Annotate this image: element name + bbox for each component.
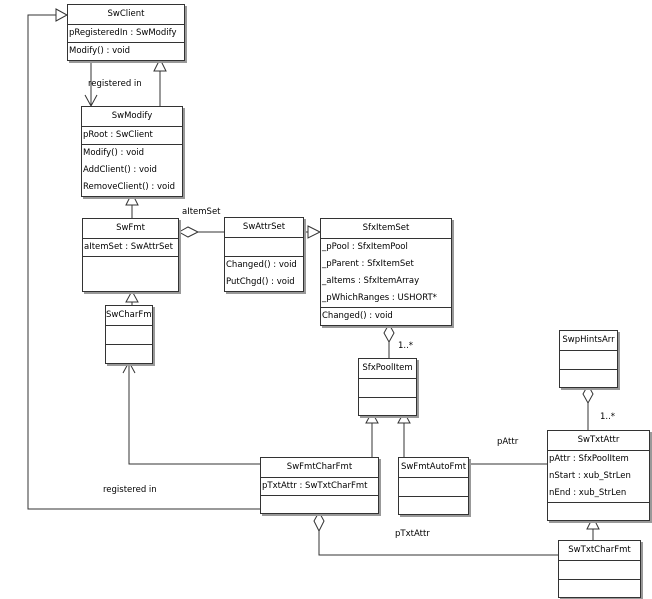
attributes: [399, 478, 468, 497]
class-name: SwTxtAttr: [548, 431, 649, 451]
methods: Changed() : void: [321, 308, 451, 325]
attributes: pRegisteredIn : SwModify: [68, 25, 184, 43]
attribute: _pParent : SfxItemSet: [322, 259, 414, 269]
label-multiplicity: 1..*: [398, 341, 414, 351]
class-sfxpoolitem[interactable]: SfxPoolItem: [358, 358, 417, 416]
class-name: SwpHintsArr: [560, 331, 617, 351]
class-sfxitemset[interactable]: SfxItemSet _pPool : SfxItemPool _pParent…: [320, 218, 452, 326]
class-swphintsarr[interactable]: SwpHintsArr: [559, 330, 618, 388]
methods: [560, 370, 617, 387]
methods: Modify() : void AddClient() : void Remov…: [82, 145, 182, 196]
methods: Changed() : void PutChgd() : void: [225, 257, 303, 291]
label-aitemset: aItemSet: [182, 207, 221, 217]
methods: Modify() : void: [68, 43, 184, 60]
attributes: aItemSet : SwAttrSet: [83, 239, 178, 257]
methods: [399, 497, 468, 514]
attribute: _aItems : SfxItemArray: [322, 276, 420, 286]
class-swattrset[interactable]: SwAttrSet Changed() : void PutChgd() : v…: [224, 217, 304, 292]
attribute: _pPool : SfxItemPool: [322, 242, 408, 252]
methods: [559, 580, 640, 597]
class-name: SwClient: [68, 5, 184, 25]
generalization-arrow-icon: [397, 410, 411, 424]
attribute: nStart : xub_StrLen: [549, 471, 631, 481]
methods: [106, 345, 152, 363]
attribute: pAttr : SfxPoolItem: [549, 454, 629, 464]
methods: [548, 503, 649, 520]
aggregation-diamond-icon: [383, 322, 395, 344]
class-swfmt[interactable]: SwFmt aItemSet : SwAttrSet: [82, 218, 179, 292]
method: Modify() : void: [69, 46, 131, 56]
attribute: pRoot : SwClient: [83, 130, 153, 140]
attribute: nEnd : xub_StrLen: [549, 488, 627, 498]
label-registered-in: registered in: [88, 79, 142, 89]
generalization-arrow-icon: [307, 225, 322, 239]
method: RemoveClient() : void: [83, 182, 175, 192]
aggregation-diamond-icon: [582, 383, 594, 405]
class-name: SwFmtCharFmt: [261, 458, 378, 478]
label-multiplicity: 1..*: [600, 412, 616, 422]
class-name: SfxItemSet: [321, 219, 451, 239]
attributes: [106, 326, 152, 345]
class-name: SwTxtCharFmt: [559, 541, 640, 561]
class-swclient[interactable]: SwClient pRegisteredIn : SwModify Modify…: [67, 4, 185, 61]
attributes: [225, 238, 303, 257]
methods: [359, 398, 416, 415]
class-name: SwCharFmt: [106, 306, 152, 326]
method: AddClient() : void: [83, 165, 157, 175]
generalization-arrow-icon: [125, 289, 139, 303]
attributes: pTxtAttr : SwTxtCharFmt: [261, 478, 378, 496]
methods: [261, 496, 378, 513]
generalization-arrow-icon: [586, 515, 600, 530]
class-swcharfmt[interactable]: SwCharFmt: [105, 305, 153, 364]
methods: [83, 257, 178, 291]
class-swfmtcharfmt[interactable]: SwFmtCharFmt pTxtAttr : SwTxtCharFmt: [260, 457, 379, 514]
class-swtxtattr[interactable]: SwTxtAttr pAttr : SfxPoolItem nStart : x…: [547, 430, 650, 521]
generalization-arrow-icon: [153, 57, 167, 72]
class-name: SwAttrSet: [225, 218, 303, 238]
method: Changed() : void: [226, 260, 297, 270]
class-swtxtcharfmt[interactable]: SwTxtCharFmt: [558, 540, 641, 598]
generalization-arrow-icon: [55, 8, 69, 22]
label-ptxtattr: pTxtAttr: [395, 529, 430, 539]
attributes: [359, 379, 416, 398]
class-name: SwModify: [82, 107, 182, 127]
attribute: _pWhichRanges : USHORT*: [322, 293, 437, 303]
generalization-arrow-icon: [365, 410, 379, 424]
class-swfmtautofmt[interactable]: SwFmtAutoFmt: [398, 457, 469, 515]
class-name: SwFmt: [83, 219, 178, 239]
generalization-arrow-icon: [125, 191, 139, 206]
method: Changed() : void: [322, 311, 393, 321]
method: PutChgd() : void: [226, 277, 295, 287]
class-name: SfxPoolItem: [359, 359, 416, 379]
class-swmodify[interactable]: SwModify pRoot : SwClient Modify() : voi…: [81, 106, 183, 197]
attributes: [560, 351, 617, 370]
method: Modify() : void: [83, 148, 145, 158]
attributes: pAttr : SfxPoolItem nStart : xub_StrLen …: [548, 451, 649, 503]
attribute: pTxtAttr : SwTxtCharFmt: [262, 481, 368, 491]
label-pattr: pAttr: [497, 437, 519, 447]
attribute: pRegisteredIn : SwModify: [69, 28, 177, 38]
aggregation-ptxtattr: [318, 531, 558, 556]
aggregation-diamond-icon: [313, 510, 325, 533]
aggregation-diamond-icon: [177, 226, 200, 238]
attributes: pRoot : SwClient: [82, 127, 182, 145]
class-name: SwFmtAutoFmt: [399, 458, 468, 478]
attributes: [559, 561, 640, 580]
label-registered-in: registered in: [103, 485, 157, 495]
attribute: aItemSet : SwAttrSet: [84, 242, 173, 252]
generalization-swfmtcharfmt-swclient: [27, 14, 260, 510]
attributes: _pPool : SfxItemPool _pParent : SfxItemS…: [321, 239, 451, 308]
association-swfmtcharfmt-swcharfmt: [128, 362, 260, 465]
